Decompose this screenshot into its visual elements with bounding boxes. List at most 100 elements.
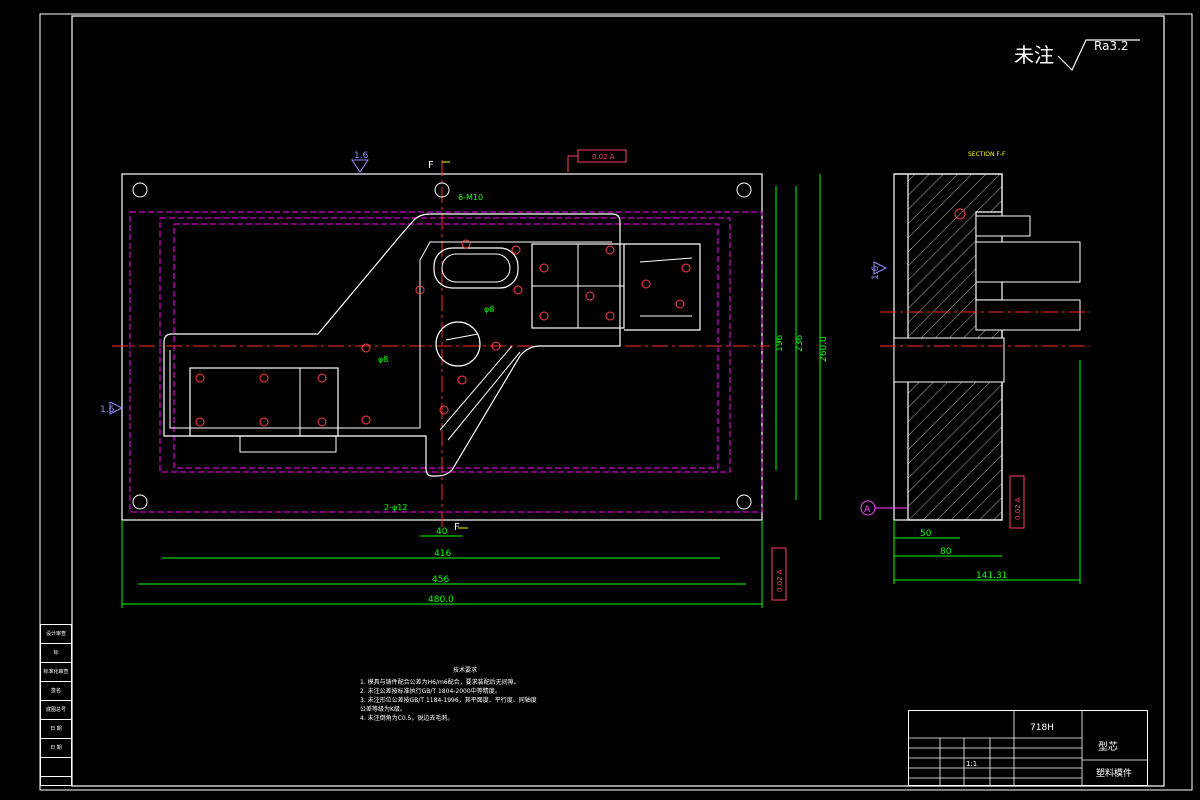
technical-notes: 技术要求 1. 模具与铸件配合公差为H6/m6配合，要求装配后无间隙。 2. 未… (360, 666, 540, 723)
notes-item: 4. 未注倒角为C0.5，锐边去毛刺。 (360, 715, 454, 722)
hidden-inner (159, 217, 731, 473)
core-outline (163, 213, 621, 477)
dim-label: 416 (434, 549, 451, 559)
notes-item: 2. 未注公差按标准执行GB/T 1804-2000中等精度。 (360, 688, 501, 695)
side-table-cell: 日 期 (41, 739, 71, 758)
corner-hole (132, 182, 148, 198)
corner-hole (736, 494, 752, 510)
section-title: SECTION F-F (968, 151, 1006, 158)
section-mark-bottom: F (454, 522, 460, 533)
screw-hole (641, 279, 651, 289)
dim-label: 50 (920, 529, 932, 539)
corner-hole (132, 494, 148, 510)
main-view: F F 6-M10 φ8 φ8 2-φ12 1.6 1.6 0.02 A (100, 149, 829, 608)
screw-hole (605, 245, 615, 255)
tolerance-leader (567, 155, 578, 172)
dim-label: 236 (795, 335, 805, 352)
roughness-mark-icon (351, 159, 369, 173)
section-view: SECTION F-F A 1.6 0.02 A 50 8 (860, 151, 1090, 584)
dim-label: 80 (940, 547, 952, 557)
drawing-type: 塑料模件 (1096, 767, 1132, 779)
roughness-mark: 1.6 (100, 405, 115, 415)
screw-hole (511, 245, 521, 255)
screw-hole (415, 285, 425, 295)
screw-hole (539, 263, 549, 273)
tolerance-frame (771, 547, 787, 601)
hole-callout: 2-φ12 (384, 503, 407, 512)
section-hole (954, 208, 966, 220)
roughness-note: 未注 Ra3.2 (1014, 39, 1140, 72)
screw-hole (461, 239, 471, 249)
side-table-cell: 标 (41, 644, 71, 663)
roughness-label: 未注 (1014, 43, 1054, 67)
screw-hole (585, 291, 595, 301)
hole-callout: 6-M10 (458, 193, 483, 202)
screw-hole (675, 299, 685, 309)
part-name: 型芯 (1098, 740, 1118, 753)
screw-hole (361, 343, 371, 353)
oval-slot (433, 247, 519, 289)
screw-holes (195, 239, 691, 427)
screw-hole (491, 341, 501, 351)
notes-item: 3. 未注形位公差按GB/T 1184-1996，其平面度、平行度、同轴度公差等… (360, 697, 537, 713)
screw-hole (681, 263, 691, 273)
diagonal-rib (439, 345, 513, 431)
diagonal-rib (447, 351, 521, 441)
right-insert (624, 243, 701, 331)
title-block-grid (908, 710, 1148, 786)
dimension-lines (121, 174, 821, 608)
side-table-cell: 日 期 (41, 720, 71, 739)
side-table-cell: 底图总号 (41, 701, 71, 720)
roughness-symbol-icon (1057, 39, 1140, 72)
side-table-cell: 签名 (41, 682, 71, 701)
roughness-value: Ra3.2 (1094, 39, 1129, 53)
scale: 1:1 (966, 760, 977, 768)
corner-hole (736, 182, 752, 198)
screw-hole (259, 373, 269, 383)
screw-hole (317, 373, 327, 383)
section-dimensions (893, 360, 1081, 584)
dim-label: 260.0 (819, 336, 829, 362)
datum-label: A (864, 505, 871, 515)
notes-item: 1. 模具与铸件配合公差为H6/m6配合，要求装配后无间隙。 (360, 679, 520, 686)
roughness-mark-icon (873, 261, 888, 275)
dim-label: 141.31 (976, 571, 1008, 581)
section-insert (975, 241, 1081, 283)
outer-frame (39, 13, 1193, 791)
screw-hole (195, 417, 205, 427)
dim-label: 456 (432, 575, 449, 585)
screw-hole (317, 417, 327, 427)
hidden-outer (129, 211, 763, 513)
section-insert (975, 299, 1081, 331)
section-insert (975, 215, 1031, 237)
screw-hole (513, 285, 523, 295)
corner-holes (132, 182, 752, 510)
side-table-cell (41, 758, 71, 777)
corner-hole (434, 182, 450, 198)
roughness-mark-icon (109, 401, 124, 415)
boss-groove (445, 333, 479, 341)
side-table-cell: 标准化审查 (41, 663, 71, 682)
hole-callout: φ8 (484, 305, 494, 314)
title-block (908, 710, 1148, 786)
section-mark-top: F (428, 160, 434, 171)
side-table: 设计审查 标 标准化审查 签名 底图总号 日 期 日 期 (40, 624, 72, 786)
core-step (169, 241, 612, 429)
screw-hole (361, 415, 371, 425)
side-table-cell (41, 777, 71, 795)
screw-hole (195, 373, 205, 383)
screw-hole (605, 311, 615, 321)
tolerance-value: 0.02 A (592, 153, 615, 161)
screw-hole (539, 311, 549, 321)
section-cavity (893, 337, 1005, 383)
round-boss (435, 321, 481, 367)
dim-label: 40 (436, 527, 448, 537)
side-table-cell: 设计审查 (41, 625, 71, 644)
dim-label: 196 (775, 335, 785, 352)
screw-hole (259, 417, 269, 427)
tolerance-value: 0.02 A (1014, 497, 1022, 520)
tolerance-frame (1009, 475, 1025, 529)
oval-slot-inner (441, 253, 511, 283)
roughness-mark: 1.6 (354, 151, 369, 161)
